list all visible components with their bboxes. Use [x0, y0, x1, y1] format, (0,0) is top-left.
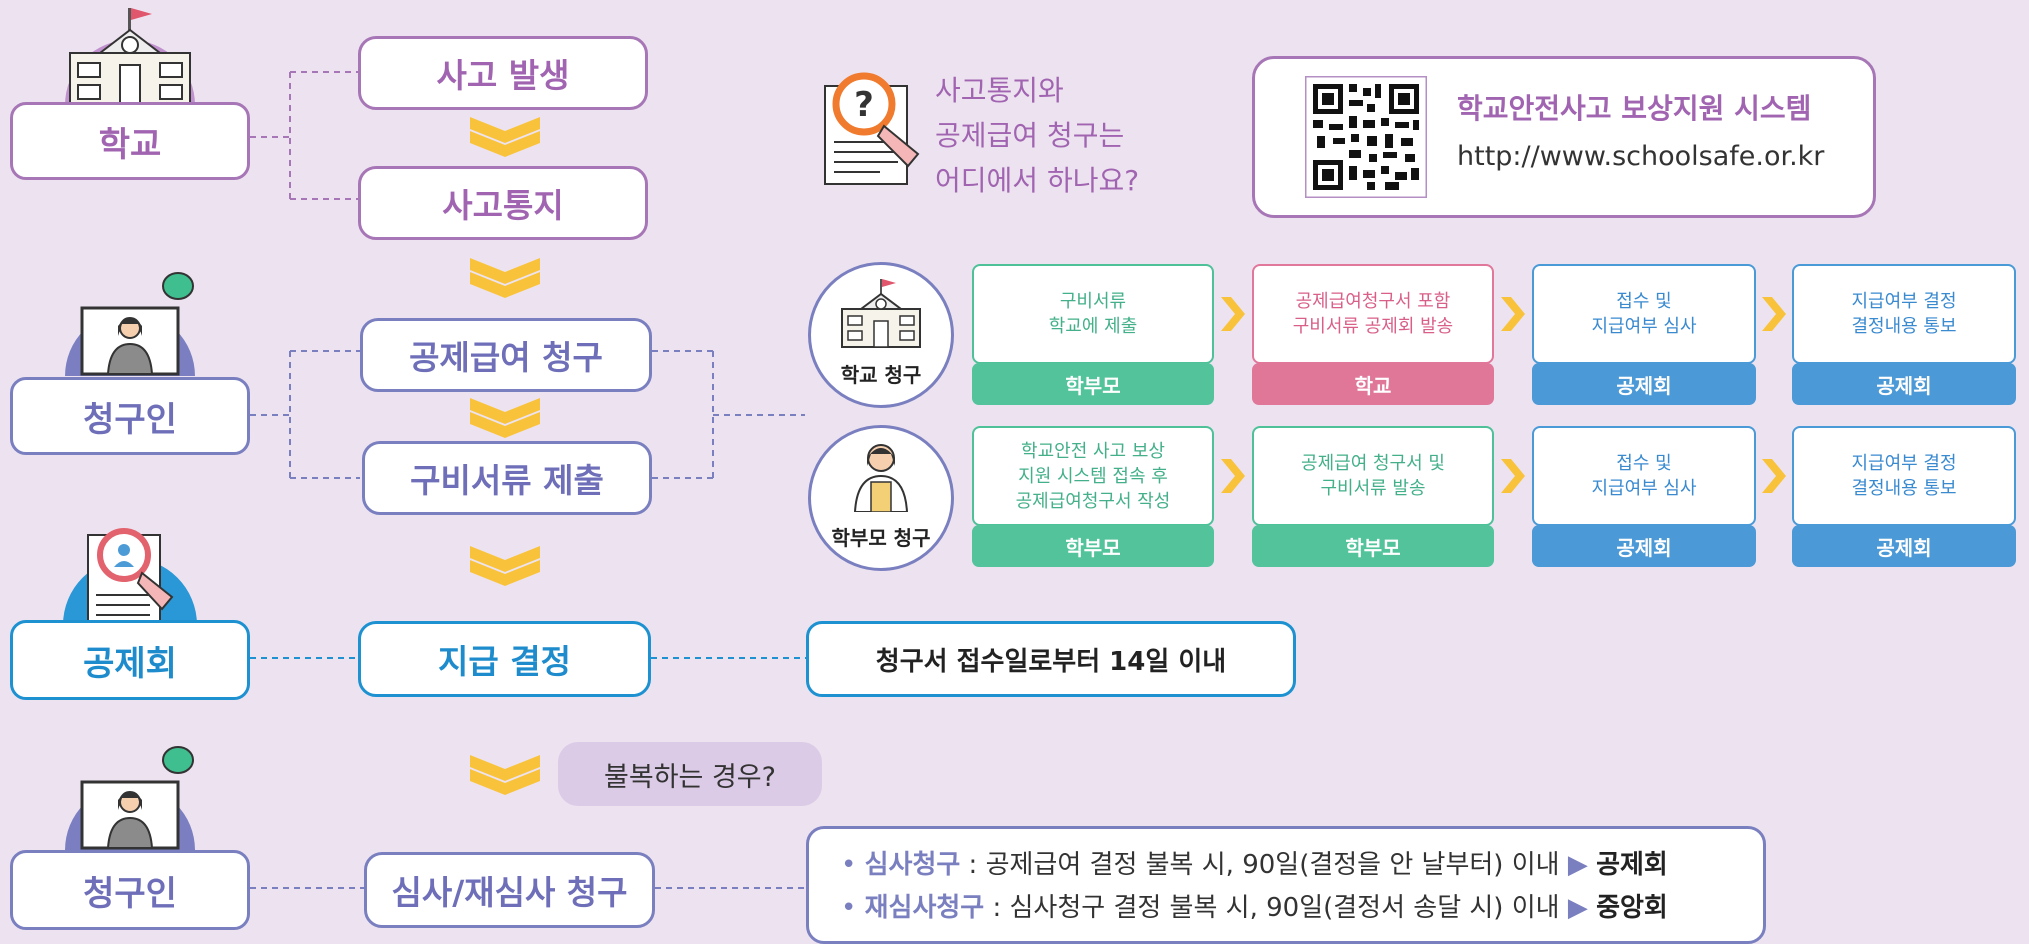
system-title: 학교안전사고 보상지원 시스템: [1457, 92, 1812, 125]
step-documents: 구비서류 제출: [362, 441, 652, 515]
parent-icon: [853, 444, 909, 512]
process-step: 접수 및 지급여부 심사: [1532, 426, 1756, 526]
system-info-box: 학교안전사고 보상지원 시스템 http://www.schoolsafe.or…: [1252, 56, 1876, 218]
review-term: 심사청구: [864, 850, 961, 880]
step-notice: 사고통지: [358, 166, 648, 240]
triangle-right-icon: ▶: [1567, 850, 1588, 880]
process-step: 지급여부 결정 결정내용 통보: [1792, 426, 2016, 526]
step-claim: 공제급여 청구: [360, 318, 652, 392]
process-step-actor: 학부모: [972, 525, 1214, 567]
review-term: 재심사청구: [864, 893, 985, 923]
chevron-down-icon: [470, 117, 540, 157]
process-step: 접수 및 지급여부 심사: [1532, 264, 1756, 364]
search-document-icon: [63, 528, 197, 625]
video-claimant-icon: [65, 746, 195, 850]
process-step-actor: 학부모: [1252, 525, 1494, 567]
step-review: 심사/재심사 청구: [364, 852, 655, 928]
actor-claimant: 청구인: [10, 377, 250, 455]
parent-claim-circle: 학부모 청구: [808, 425, 954, 571]
process-step-actor: 공제회: [1532, 525, 1756, 567]
process-step-actor: 학부모: [972, 363, 1214, 405]
deadline-box: 청구서 접수일로부터 14일 이내: [806, 621, 1296, 697]
school-claim-circle: 학교 청구: [808, 262, 954, 408]
process-step: 공제급여청구서 포함 구비서류 공제회 발송: [1252, 264, 1494, 364]
process-step-actor: 공제회: [1792, 363, 2016, 405]
process-step-actor: 공제회: [1532, 363, 1756, 405]
review-desc: : 공제급여 결정 불복 시, 90일(결정을 안 날부터) 이내: [960, 850, 1568, 880]
step-accident: 사고 발생: [358, 36, 648, 110]
process-step-actor: 학교: [1252, 363, 1494, 405]
review-info-box: • 심사청구 : 공제급여 결정 불복 시, 90일(결정을 안 날부터) 이내…: [806, 826, 1766, 944]
chevron-down-icon: [470, 398, 540, 438]
process-step-actor: 공제회: [1792, 525, 2016, 567]
question-document-icon: ?: [824, 72, 920, 185]
question-text: 사고통지와 공제급여 청구는 어디에서 하나요?: [935, 68, 1139, 203]
chevron-down-icon: [470, 755, 540, 795]
school-claim-label: 학교 청구: [840, 363, 922, 387]
parent-claim-label: 학부모 청구: [831, 526, 931, 550]
step-decision: 지급 결정: [358, 621, 651, 697]
qr-code-icon[interactable]: [1305, 76, 1427, 198]
chevron-right-icon: [1762, 297, 1786, 331]
review-desc: : 심사청구 결정 불복 시, 90일(결정서 송달 시) 이내: [984, 893, 1568, 923]
bullet: •: [841, 893, 857, 923]
process-step: 학교안전 사고 보상 지원 시스템 접속 후 공제급여청구서 작성: [972, 426, 1214, 526]
actor-school: 학교: [10, 102, 250, 180]
chevron-right-icon: [1501, 459, 1525, 493]
chevron-right-icon: [1221, 459, 1245, 493]
process-step: 공제급여 청구서 및 구비서류 발송: [1252, 426, 1494, 526]
chevron-right-icon: [1762, 459, 1786, 493]
chevron-right-icon: [1501, 297, 1525, 331]
svg-text:?: ?: [854, 85, 874, 125]
question-line: 사고통지와: [935, 74, 1064, 107]
school-building-icon: [65, 8, 195, 105]
question-line: 어디에서 하나요?: [935, 164, 1140, 197]
objection-pill: 불복하는 경우?: [558, 742, 822, 806]
triangle-right-icon: ▶: [1567, 893, 1588, 923]
bullet: •: [841, 850, 857, 880]
review-target: 공제회: [1596, 850, 1668, 880]
chevron-right-icon: [1221, 297, 1245, 331]
school-building-icon: [841, 279, 921, 348]
review-line: • 심사청구 : 공제급여 결정 불복 시, 90일(결정을 안 날부터) 이내…: [841, 844, 1763, 887]
system-url[interactable]: http://www.schoolsafe.or.kr: [1457, 141, 1825, 172]
actor-association: 공제회: [10, 620, 250, 700]
review-target: 중앙회: [1596, 893, 1668, 923]
chevron-down-icon: [470, 546, 540, 586]
process-step: 구비서류 학교에 제출: [972, 264, 1214, 364]
video-claimant-icon: [65, 272, 195, 376]
review-line: • 재심사청구 : 심사청구 결정 불복 시, 90일(결정서 송달 시) 이내…: [841, 887, 1763, 930]
actor-claimant: 청구인: [10, 850, 250, 930]
process-step: 지급여부 결정 결정내용 통보: [1792, 264, 2016, 364]
question-line: 공제급여 청구는: [935, 119, 1125, 152]
chevron-down-icon: [470, 258, 540, 298]
